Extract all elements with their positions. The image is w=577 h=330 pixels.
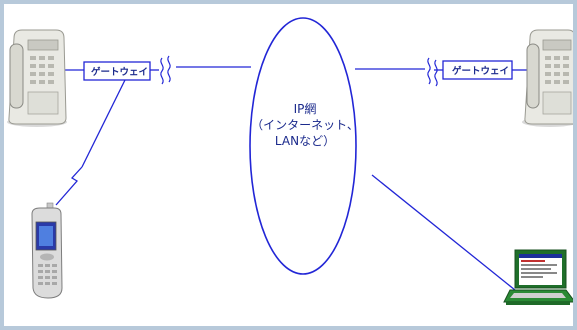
diagram-canvas: IP網 （インターネット、 LANなど） ゲートウェイ ゲートウェイ [7,17,573,305]
line-break-squiggle-icon [160,55,171,85]
network-diagram: IP網 （インターネット、 LANなど） ゲートウェイ ゲートウェイ [4,4,573,326]
ip-network: IP網 （インターネット、 LANなど） [249,17,359,275]
line-network-to-computer [371,174,516,291]
gateway-left: ゲートウェイ [83,61,151,81]
gateway-right-box [442,60,513,80]
ip-network-label-line3: LANなど） [275,134,335,148]
gateway-right-label: ゲートウェイ [452,65,509,77]
ip-network-label-line1: IP網 [294,102,317,116]
desk-telephone-right-icon [522,29,573,127]
gateway-left-label: ゲートウェイ [91,66,148,78]
desk-telephone-left-icon [7,29,67,127]
ip-network-label-line2: （インターネット、 [251,118,359,132]
gateway-left-box [83,61,151,81]
line-gateway-to-wireless [81,79,126,168]
laptop-computer-icon [503,249,573,305]
connection-lines [62,66,528,291]
wireless-zigzag-icon [55,166,83,206]
gateway-right: ゲートウェイ [442,60,513,80]
line-break-squiggle-icon [427,57,438,87]
mobile-phone-icon [31,202,63,299]
ip-network-ellipse [249,17,357,275]
